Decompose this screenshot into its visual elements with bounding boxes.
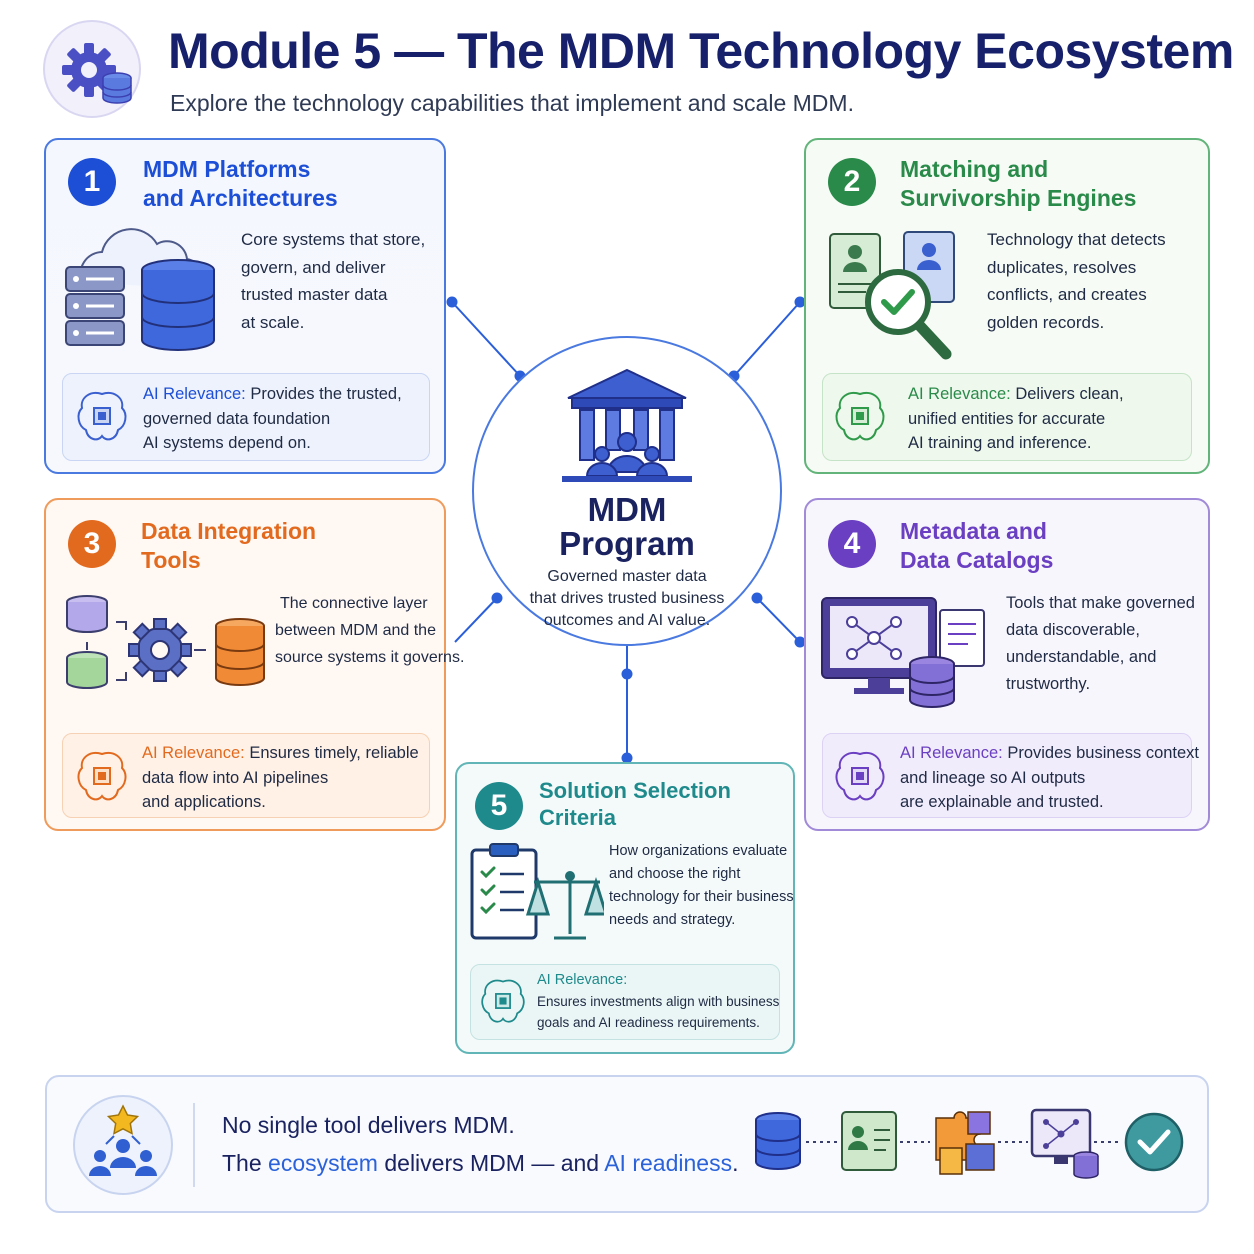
brain-chip-icon bbox=[77, 752, 127, 801]
monitor-network-icon bbox=[1030, 1108, 1099, 1179]
footer-chain-icons bbox=[755, 1108, 1184, 1179]
brain-chip-icon bbox=[835, 392, 885, 441]
footer-statement-2: The ecosystem delivers MDM — and AI read… bbox=[222, 1150, 739, 1176]
step-number-badge: 1 bbox=[68, 158, 116, 206]
brain-chip-icon bbox=[77, 392, 127, 441]
card-description: Core systems that store,govern, and deli… bbox=[241, 230, 426, 332]
ai-relevance-box bbox=[62, 733, 430, 818]
profile-magnifier-check-icon bbox=[829, 231, 955, 360]
footer-statement-1: No single tool delivers MDM. bbox=[222, 1112, 515, 1138]
profile-card-icon bbox=[841, 1111, 897, 1171]
ai-relevance-text: AI Relevance: Provides business context … bbox=[900, 744, 1200, 811]
page-subtitle: Explore the technology capabilities that… bbox=[170, 90, 854, 116]
monitor-network-database-icon bbox=[821, 597, 985, 708]
integration-gear-icon bbox=[66, 595, 265, 689]
ai-relevance-text: AI Relevance: Provides the trusted, gove… bbox=[143, 385, 402, 452]
brain-chip-icon bbox=[835, 752, 885, 801]
cloud-server-database-icon bbox=[65, 228, 215, 351]
brain-chip-icon bbox=[481, 979, 525, 1023]
clipboard-scales-icon bbox=[470, 843, 604, 940]
institution-people-icon bbox=[562, 368, 692, 482]
ai-relevance-box bbox=[470, 964, 780, 1040]
ai-relevance-text: AI Relevance: Ensures timely, reliable d… bbox=[142, 744, 419, 811]
ai-relevance-text: AI Relevance: Ensures investments align … bbox=[537, 972, 780, 1030]
step-number-badge: 4 bbox=[828, 520, 876, 568]
puzzle-icon bbox=[935, 1111, 995, 1175]
ai-relevance-text: AI Relevance: Delivers clean, unified en… bbox=[908, 385, 1124, 452]
page-title: Module 5 — The MDM Technology Ecosystem bbox=[168, 23, 1234, 79]
check-circle-icon bbox=[1124, 1112, 1184, 1172]
database-icon bbox=[755, 1112, 801, 1170]
footer-banner bbox=[45, 1075, 1209, 1213]
team-star-icon bbox=[73, 1095, 173, 1195]
footer-divider bbox=[193, 1103, 195, 1187]
gear-database-icon bbox=[43, 20, 141, 118]
step-number-badge: 3 bbox=[68, 520, 116, 568]
step-number-badge: 2 bbox=[828, 158, 876, 206]
step-number-badge: 5 bbox=[475, 782, 523, 830]
ai-relevance-box bbox=[62, 373, 430, 461]
